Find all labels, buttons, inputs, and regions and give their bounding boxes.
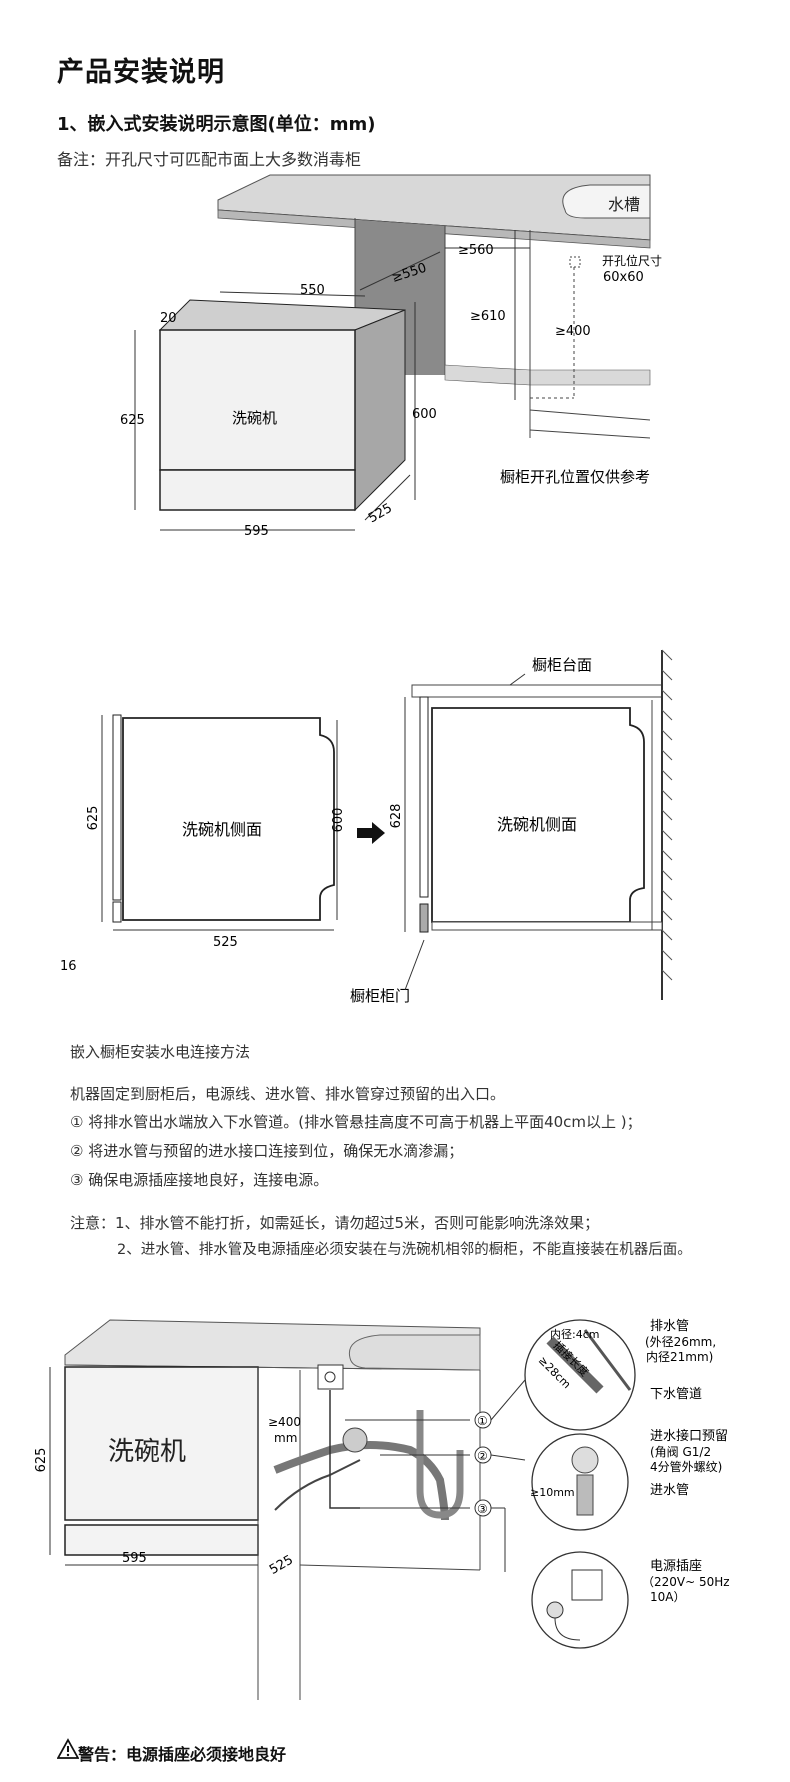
hole-label: 开孔位尺寸 <box>602 253 662 268</box>
drain-spec-2: 内径21mm) <box>646 1350 713 1364</box>
dim-625-side: 625 <box>86 806 101 831</box>
callout-2: ② <box>477 1449 488 1463</box>
remark-text: 备注：开孔尺寸可匹配市面上大多数消毒柜 <box>57 150 362 169</box>
instructions-step-2: ② 将进水管与预留的进水接口连接到位，确保无水滴渗漏； <box>70 1142 464 1160</box>
dim-400: ≥400 <box>268 1415 301 1429</box>
dim-400-unit: mm <box>274 1431 297 1445</box>
arrow-right-icon <box>357 822 385 844</box>
inlet-valve <box>342 1427 368 1453</box>
drain-title: 排水管 <box>650 1319 689 1334</box>
connection-diagram: 洗碗机 625 595 525 ≥400 mm ① ② ③ 内径:4cm 插接长… <box>34 1319 730 1700</box>
socket-spec-2: 10A） <box>650 1590 685 1604</box>
sink-label: 水槽 <box>608 195 640 214</box>
inlet-title: 进水接口预留 <box>650 1428 728 1444</box>
inlet-spec-1: (角阀 G1/2 <box>650 1445 711 1459</box>
inlet-pipe-label: 进水管 <box>650 1483 689 1498</box>
instructions-step-3: ③ 确保电源插座接地良好，连接电源。 <box>70 1171 329 1189</box>
dim-560: ≥560 <box>458 243 494 258</box>
dishwasher-label: 洗碗机 <box>108 1437 186 1467</box>
dim-625: 625 <box>34 1448 49 1473</box>
counter-top-side <box>411 684 663 698</box>
dim-525: 525 <box>267 1553 296 1578</box>
inlet-10mm: ≥10mm <box>530 1486 575 1499</box>
dim-600: 600 <box>412 407 437 422</box>
dim-595: 595 <box>122 1551 147 1566</box>
inlet-spec-2: 4分管外螺纹) <box>650 1459 722 1474</box>
reference-note: 橱柜开孔位置仅供参考 <box>500 468 650 486</box>
notice-1: 注意：1、排水管不能打折，如需延长，请勿超过5米，否则可能影响洗涤效果； <box>70 1214 600 1232</box>
dim-20: 20 <box>160 311 177 326</box>
drain-spec-1: (外径26mm, <box>645 1335 716 1349</box>
dim-600-side: 600 <box>331 808 346 833</box>
dim-595: 595 <box>244 524 269 539</box>
side-label-right: 洗碗机侧面 <box>497 815 577 834</box>
dim-625: 625 <box>120 413 145 428</box>
dim-525-side: 525 <box>213 935 238 950</box>
callout-3: ③ <box>477 1502 488 1516</box>
dim-525: 525 <box>366 501 395 526</box>
hole-size: 60x60 <box>603 270 644 285</box>
sink <box>562 184 651 219</box>
side-view-diagram: 洗碗机侧面 625 16 600 525 橱柜台面 洗碗机侧面 628 橱柜柜门 <box>60 649 673 1005</box>
section-title: 1、嵌入式安装说明示意图(单位：mm) <box>57 114 376 135</box>
counter-label: 橱柜台面 <box>532 656 592 674</box>
sewer-pipe <box>416 1410 464 1519</box>
drain-inner: 内径:4cm <box>550 1327 599 1341</box>
dishwasher-side-left <box>122 717 335 921</box>
dim-550: 550 <box>300 283 325 298</box>
socket-icon <box>571 1569 603 1601</box>
instructions-heading: 嵌入橱柜安装水电连接方法 <box>70 1043 251 1061</box>
callout-1: ① <box>477 1414 488 1428</box>
dim-400: ≥400 <box>555 324 591 339</box>
socket-spec-1: （220V~ 50Hz <box>642 1575 730 1589</box>
dishwasher-front <box>159 329 356 471</box>
dim-628: 628 <box>389 804 404 829</box>
side-label-left: 洗碗机侧面 <box>182 820 262 839</box>
installation-diagram: 水槽 ≥560 ≥550 ≥610 开孔位尺寸 60x60 ≥400 洗碗机 5… <box>120 174 662 539</box>
socket-box <box>317 1364 344 1390</box>
dim-610: ≥610 <box>470 309 506 324</box>
hole-marker <box>569 256 581 268</box>
instructions-step-1: ① 将排水管出水端放入下水管道。(排水管悬挂高度不可高于机器上平面40cm以上 … <box>70 1113 642 1131</box>
dishwasher-front <box>64 1366 259 1521</box>
page-title: 产品安装说明 <box>57 57 225 88</box>
socket-title: 电源插座 <box>650 1559 702 1574</box>
sink <box>348 1334 481 1371</box>
notice-2: 2、进水管、排水管及电源插座必须安装在与洗碗机相邻的橱柜，不能直接装在机器后面。 <box>117 1242 692 1258</box>
dishwasher-kickplate <box>159 469 356 511</box>
dim-16: 16 <box>60 959 77 974</box>
sewer-label: 下水管道 <box>650 1387 702 1402</box>
instructions-intro: 机器固定到厨柜后，电源线、进水管、排水管穿过预留的出入口。 <box>70 1085 506 1103</box>
door-label: 橱柜柜门 <box>350 987 410 1005</box>
warning-icon <box>57 1738 79 1759</box>
dishwasher-label: 洗碗机 <box>232 409 277 427</box>
drain-pipe <box>273 1441 449 1521</box>
warning-text: 警告：电源插座必须接地良好 <box>78 1745 287 1764</box>
dishwasher-side-right <box>431 707 645 923</box>
